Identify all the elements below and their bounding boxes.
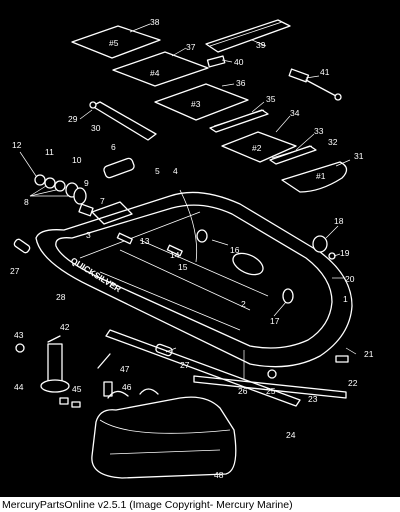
callout-22: 22	[348, 378, 358, 388]
callout-16: 16	[230, 245, 240, 255]
carry-handle	[103, 157, 135, 179]
callout-45: 45	[72, 384, 82, 394]
callout-32: 32	[328, 137, 338, 147]
callout-48: 48	[214, 470, 224, 480]
callout-40: 40	[234, 57, 244, 67]
leader-lines	[19, 23, 357, 380]
callout-12: 12	[12, 140, 22, 150]
callout-17: 17	[270, 316, 280, 326]
callout-44: 44	[14, 382, 24, 392]
callout-2: 2	[241, 299, 246, 309]
callout-9: 9	[84, 178, 89, 188]
callout-26: 26	[238, 386, 248, 396]
callout-30: 30	[91, 123, 101, 133]
keel-fitting	[267, 369, 277, 379]
repair-patch	[91, 201, 133, 225]
callout-5: 5	[155, 166, 160, 176]
callout-3: 3	[86, 230, 91, 240]
callout-36: 36	[236, 78, 246, 88]
oar-handle	[288, 68, 342, 101]
callout-1: 1	[343, 294, 348, 304]
svg-text:#4: #4	[150, 68, 160, 78]
callout-7: 7	[100, 196, 105, 206]
svg-text:#3: #3	[191, 99, 201, 109]
callout-6: 6	[111, 142, 116, 152]
callout-27: 27	[10, 266, 20, 276]
callout-39: 39	[256, 40, 266, 50]
callout-47: 47	[120, 364, 130, 374]
short-strip	[269, 145, 317, 165]
callout-27b: 27	[180, 360, 190, 370]
end-plug	[13, 238, 31, 254]
callout-4: 4	[173, 166, 178, 176]
callout-35: 35	[266, 94, 276, 104]
callout-38: 38	[150, 17, 160, 27]
callout-28: 28	[56, 292, 66, 302]
callout-21: 21	[364, 349, 374, 359]
callout-15: 15	[178, 262, 188, 272]
svg-text:#5: #5	[109, 38, 119, 48]
drain-plug	[335, 355, 349, 363]
side-rail	[89, 101, 157, 141]
callout-31: 31	[354, 151, 364, 161]
repair-kit-tube	[103, 381, 113, 397]
floor-board-1: #1	[281, 161, 348, 193]
floor-board-5: #5	[71, 25, 161, 59]
image-copyright-caption: MercuryPartsOnline v2.5.1 (Image Copyrig…	[2, 499, 293, 511]
callout-labels: 1 2 3 4 5 6 7 8 9 10 11 12 13 14 15 16 1…	[10, 17, 374, 480]
svg-text:#2: #2	[252, 143, 262, 153]
stringer-clip	[206, 55, 226, 68]
exploded-parts-diagram: #5 #4 #3 #2 #1	[0, 0, 400, 497]
callout-29: 29	[68, 114, 78, 124]
callout-8: 8	[24, 197, 29, 207]
callout-11: 11	[45, 147, 54, 157]
valve-assembly	[34, 174, 94, 217]
callout-37: 37	[186, 42, 196, 52]
foot-pump	[15, 335, 81, 408]
callout-42: 42	[60, 322, 70, 332]
carry-bag	[91, 388, 237, 479]
callout-13: 13	[140, 236, 150, 246]
callout-19: 19	[340, 248, 350, 258]
long-strip	[209, 109, 269, 133]
callout-43: 43	[14, 330, 24, 340]
callout-33: 33	[314, 126, 324, 136]
callout-24: 24	[286, 430, 296, 440]
callout-10: 10	[72, 155, 82, 165]
callout-18: 18	[334, 216, 344, 226]
stringer-bar	[205, 19, 291, 53]
floor-board-2: #2	[221, 131, 297, 163]
callout-23: 23	[308, 394, 318, 404]
inflatable-boat-hull: QUICKSILVER	[35, 189, 353, 368]
callout-20: 20	[345, 274, 355, 284]
callout-46: 46	[122, 382, 132, 392]
callout-41: 41	[320, 67, 330, 77]
floor-board-4: #4	[112, 51, 209, 87]
callout-14: 14	[170, 250, 180, 260]
keel-guard	[193, 375, 347, 399]
svg-text:#1: #1	[316, 171, 326, 181]
floor-board-3: #3	[154, 83, 249, 121]
callout-34: 34	[290, 108, 300, 118]
valve-tool	[97, 353, 111, 369]
callout-25: 25	[266, 386, 276, 396]
valve-cap	[312, 235, 336, 260]
keel-strip	[105, 329, 301, 407]
